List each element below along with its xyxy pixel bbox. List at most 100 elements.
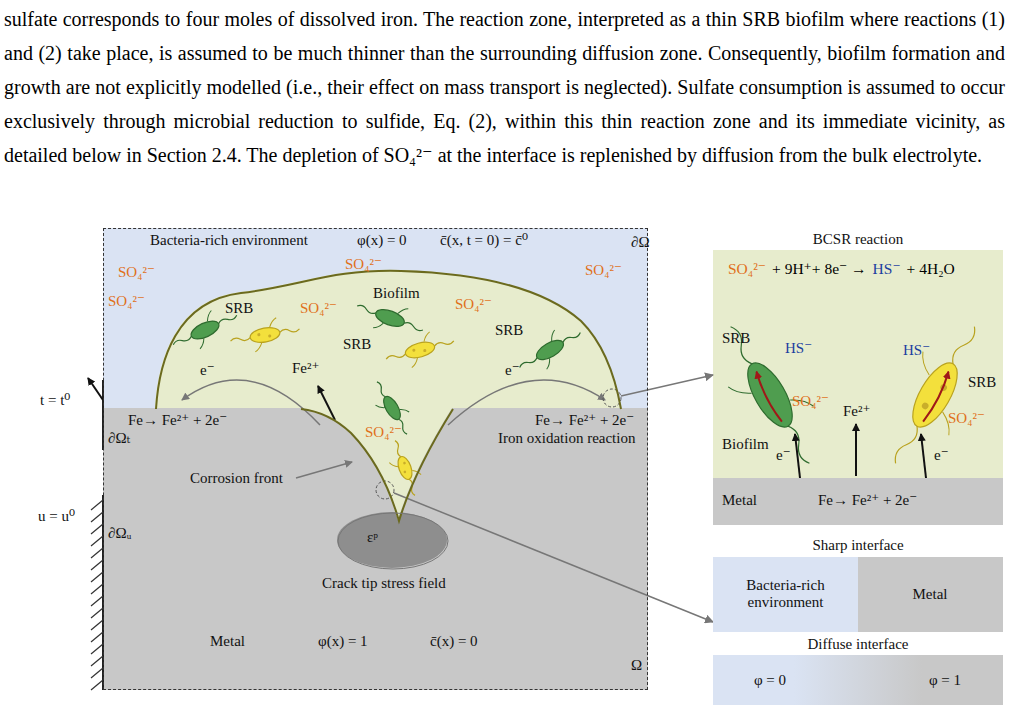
metal-cell: Metal	[858, 557, 1003, 632]
bacterium-body	[395, 455, 414, 482]
flagellum	[562, 331, 581, 344]
bacterium	[512, 320, 588, 381]
plastic-zone-fill	[337, 512, 447, 568]
bacterium-dot	[257, 333, 261, 337]
electron-arrow	[795, 434, 800, 478]
figure-label: SRB	[343, 336, 371, 353]
figure-label: SO₄²⁻	[585, 262, 622, 279]
panel-metal-region	[713, 478, 1003, 525]
figure-label: Crack tip stress field	[322, 575, 446, 592]
flagellum	[548, 330, 559, 341]
bacterium-body	[374, 306, 407, 329]
flagellum	[400, 406, 409, 415]
figure-label: Metal	[210, 633, 245, 650]
node-text: Bacteria-rich environment	[723, 577, 848, 611]
diffuse-interface-panel: Diffuse interfaceφ = 0φ = 1	[713, 655, 1003, 705]
flagellum	[519, 356, 538, 369]
flagellum	[892, 424, 921, 465]
flagellum	[389, 460, 398, 469]
hatch-stroke	[91, 608, 103, 618]
bacterium	[703, 311, 838, 480]
biofilm-outline	[156, 271, 621, 521]
figure-label: SRB	[225, 300, 253, 317]
node-text: + 9H⁺+ 8e⁻ →	[772, 260, 867, 278]
bacterium-dot	[403, 461, 406, 464]
bacterium-dot	[921, 401, 930, 410]
figure-label: SO₄²⁻	[948, 410, 985, 427]
figure-label: Bacteria-rich environment	[150, 232, 308, 249]
figure-label: HS⁻	[785, 340, 812, 357]
hatch-stroke	[91, 548, 103, 558]
flagellum	[949, 325, 978, 366]
flagellum	[230, 336, 250, 343]
node-text: Ω	[631, 657, 642, 674]
zoom-leader-arrow	[394, 493, 713, 622]
bacterium-body	[380, 394, 403, 423]
figure-label: e⁻	[200, 362, 215, 379]
figure-label: SRB	[495, 322, 523, 339]
flagellum	[197, 338, 208, 349]
bacterium	[382, 326, 457, 373]
bcsr-panel: BCSR reactionSO₄²⁻+ 9H⁺+ 8e⁻ →HS⁻+ 4H₂O	[713, 250, 1003, 525]
figure-label: e⁻	[934, 447, 949, 464]
node-text: HS⁻	[873, 260, 901, 278]
bacterium-dot	[403, 470, 406, 473]
hatch-stroke	[91, 500, 103, 510]
flagellum	[279, 327, 299, 334]
figure-label: SO₄²⁻	[792, 393, 829, 410]
iron-ion-arrow	[855, 424, 857, 476]
hatch-stroke	[91, 656, 103, 666]
figure-label: t = t⁰	[40, 392, 70, 409]
bacterium-body	[534, 336, 567, 363]
flagellum	[375, 381, 387, 398]
corrosion-front-arrow	[296, 462, 352, 478]
flagellum	[403, 321, 423, 332]
traction-arrow	[88, 378, 103, 400]
electron-arrow	[921, 434, 926, 478]
figure-label: ∂Ωₜ	[108, 430, 130, 447]
figure-label: Iron oxidation reaction	[498, 430, 635, 447]
figure-label: SO₄²⁻	[118, 264, 155, 281]
flagellum	[254, 343, 263, 352]
uptake-arrow	[921, 372, 953, 423]
bacterium-dot	[268, 334, 272, 338]
equation-row: SO₄²⁻+ 9H⁺+ 8e⁻ →HS⁻+ 4H₂O	[728, 260, 955, 278]
figure-label: e⁻	[776, 447, 791, 464]
figure-label: HS⁻	[903, 342, 930, 359]
plastic-zone-outline	[338, 513, 448, 569]
figure-label: φ(x) = 0	[357, 232, 407, 249]
bacterium-body	[404, 339, 437, 360]
flagellum	[393, 440, 402, 457]
figure-label: SO₄²⁻	[108, 293, 145, 310]
hatch-stroke	[91, 572, 103, 582]
fixed-support-hatch	[91, 500, 103, 690]
flagellum	[434, 339, 454, 348]
node-text: φ = 1	[929, 672, 961, 689]
zoom-leader-arrow	[621, 375, 713, 396]
biofilm-fill	[155, 270, 620, 520]
hatch-stroke	[91, 620, 103, 630]
node-text: φ = 0	[754, 672, 786, 689]
hatch-stroke	[91, 680, 103, 690]
sharp-interface-panel: Sharp interfaceBacteria-rich environment…	[713, 557, 1003, 632]
shape-outline	[336, 511, 450, 571]
node-text: SO₄²⁻	[728, 260, 766, 278]
figure-label: Fe²⁺	[292, 360, 319, 377]
panel-biofilm-region	[713, 250, 1003, 478]
bacterium-dot	[412, 348, 416, 352]
hatch-stroke	[91, 560, 103, 570]
domain-box: ∂ΩΩBiofilmεᵖ	[103, 228, 648, 690]
bacterium-body	[739, 356, 801, 433]
flagellum	[410, 358, 420, 368]
plastic-zone: εᵖ	[336, 511, 450, 571]
hatch-stroke	[91, 512, 103, 522]
bacterium	[366, 375, 418, 440]
figure-label: Fe→ Fe²⁺ + 2e⁻	[818, 492, 917, 509]
hatch-stroke	[91, 632, 103, 642]
environment-cell: Bacteria-rich environment	[713, 557, 858, 632]
figure-label: ∂Ωᵤ	[108, 525, 131, 542]
uptake-arrow	[753, 372, 785, 423]
node-text: Sharp interface	[812, 537, 903, 554]
